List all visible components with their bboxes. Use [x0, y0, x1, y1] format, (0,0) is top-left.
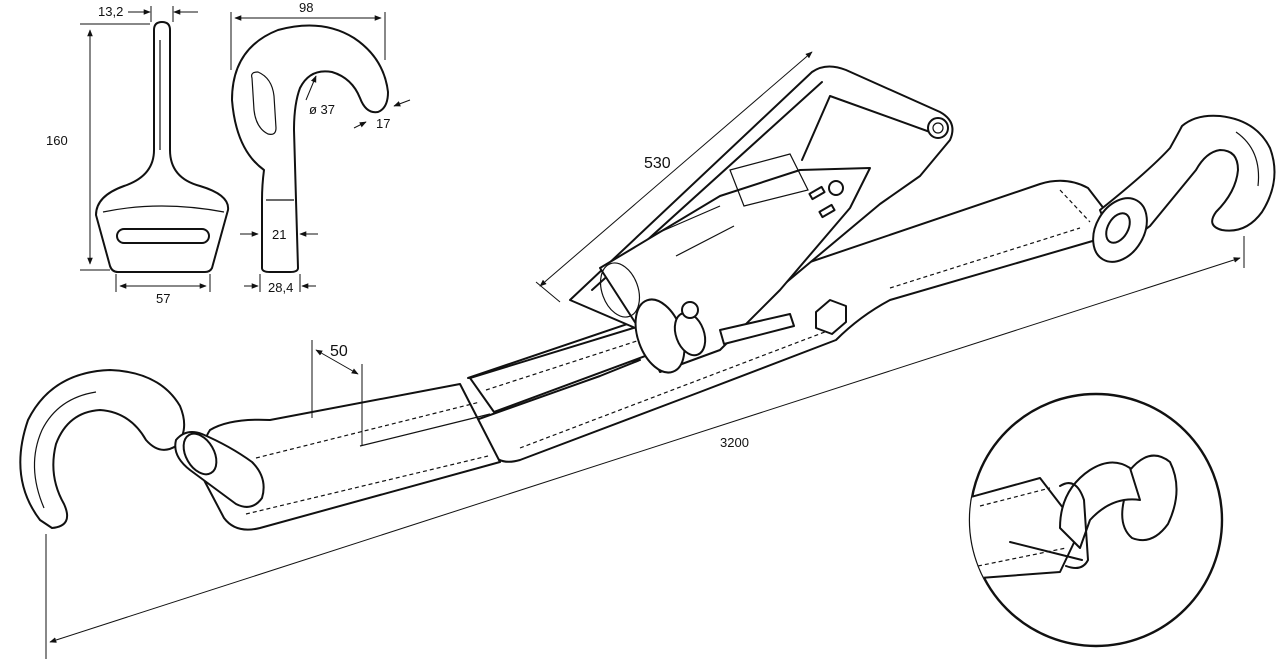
dim-hook-diameter: ø 37: [309, 102, 335, 117]
dim-hook-shank-base: 28,4: [268, 280, 293, 295]
dim-hook-shank: 21: [272, 227, 286, 242]
hook-front-view: [95, 21, 230, 273]
detail-view: [968, 392, 1224, 648]
dim-strap-width: 50: [330, 343, 348, 360]
dim-ratchet-length: 530: [644, 155, 671, 172]
dim-hook-tip: 17: [376, 116, 390, 131]
dim-hook-base-width: 57: [156, 291, 170, 306]
dim-total-length: 3200: [720, 435, 749, 450]
hook-slot: [116, 228, 210, 244]
dim-hook-thickness: 13,2: [98, 4, 123, 19]
main-dimensions: 530 50 3200: [45, 51, 1245, 659]
dim-hook-height: 160: [46, 133, 68, 148]
right-hook: [1092, 114, 1276, 263]
hook-side-view: [231, 24, 389, 273]
dim-hook-width: 98: [299, 0, 313, 15]
